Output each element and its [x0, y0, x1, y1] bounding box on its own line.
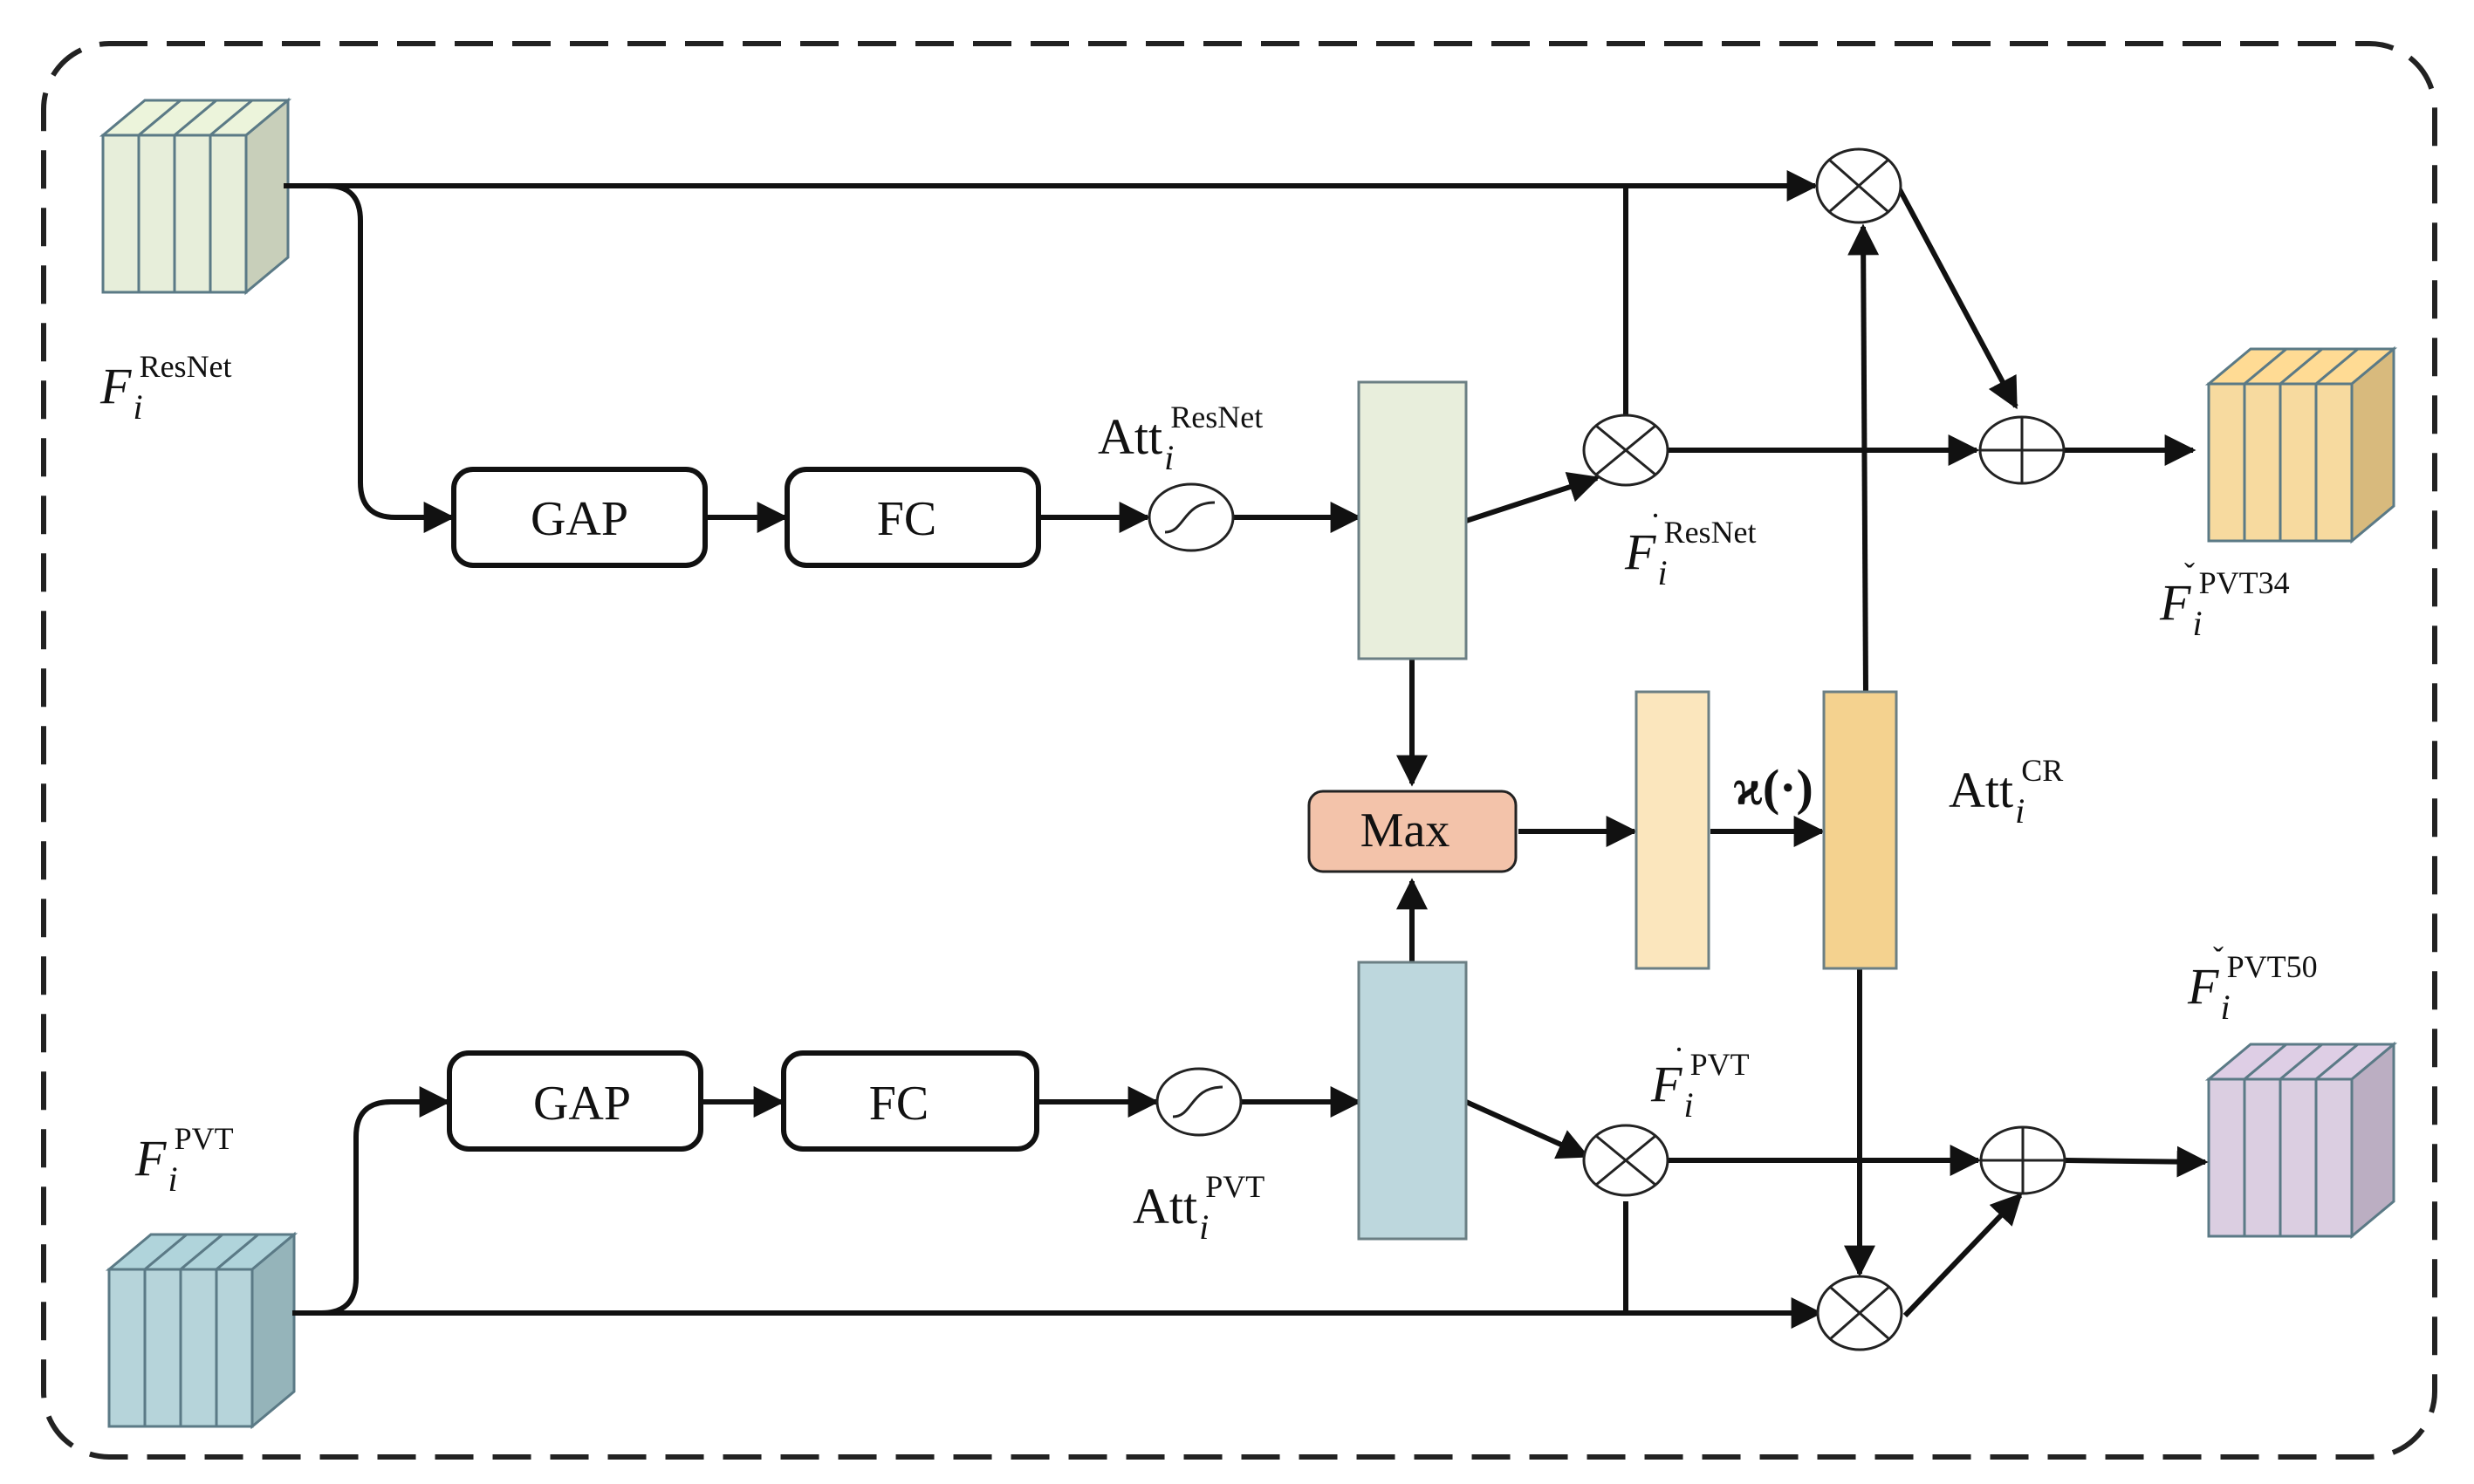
f-pvt-label: FiPVT [134, 1121, 234, 1199]
svg-text:ˇ: ˇ [2213, 940, 2224, 975]
cube-slice-front [2279, 1077, 2318, 1238]
add-to-output50-line [2065, 1145, 2209, 1178]
resnet-multiply-icon [1582, 414, 1669, 487]
resnet-attention-bar [1357, 380, 1468, 660]
svg-text:FiPVT: FiPVT [1650, 1047, 1750, 1125]
max-output-bar [1634, 690, 1710, 970]
max-box: Max [1307, 790, 1518, 873]
resnet-bar-to-multiply-line [1465, 471, 1600, 523]
cube-slice-front [2279, 382, 2318, 543]
cube-slice-front [173, 133, 212, 294]
fcheck-pvt50-label: ˇ FiPVT50 [2187, 940, 2318, 1027]
module-border [41, 41, 2437, 1460]
att-pvt-label: AttiPVT [1133, 1169, 1264, 1247]
svg-text:FiPVT34: FiPVT34 [2159, 565, 2290, 643]
att-cr-bar [1822, 690, 1898, 970]
top-add-icon [1978, 415, 2066, 485]
cube-slice-front [215, 1268, 254, 1428]
output-pvt50-feature-cube [2204, 1041, 2398, 1240]
cube-slice-front [2314, 1077, 2354, 1238]
fdot-pvt-label: · FiPVT [1650, 1032, 1750, 1125]
cube-side [244, 97, 290, 296]
top-multiply-icon [1815, 147, 1902, 224]
pvt-gap-label: GAP [533, 1077, 631, 1131]
attcr-to-top-multiply-line [1847, 223, 1880, 693]
pvt-feature-cube [105, 1231, 298, 1430]
resnet-sigmoid-icon [1148, 482, 1235, 552]
cube-side [2350, 345, 2395, 544]
pvt-fc-box: FC [781, 1050, 1039, 1152]
kappa-function-label: ϰ(·) [1733, 759, 1813, 816]
resnet-gap-box: GAP [451, 467, 708, 568]
f-resnet-label: FiResNet [99, 349, 232, 427]
svg-text:·: · [1650, 498, 1661, 533]
bottom-add-icon [1979, 1125, 2066, 1195]
cube-side [2350, 1041, 2395, 1240]
bottom-multiply-icon [1816, 1275, 1903, 1351]
cube-slice-front [2243, 382, 2282, 543]
pvt-sigmoid-icon [1155, 1067, 1243, 1137]
cube-slice-front [143, 1268, 182, 1428]
pvt-to-gap-line [292, 1086, 451, 1316]
cube-slice-front [107, 1268, 147, 1428]
cube-side [250, 1231, 296, 1430]
pvt-fc-label: FC [869, 1077, 929, 1131]
pvt-bar-to-multiply-line [1464, 1099, 1590, 1159]
cube-slice-front [179, 1268, 218, 1428]
att-resnet-label: AttiResNet [1098, 400, 1263, 477]
att-cr-label: AttiCR [1949, 753, 2063, 831]
cube-slice-front [2314, 382, 2354, 543]
cube-slice-front [2243, 1077, 2282, 1238]
max-label: Max [1360, 804, 1450, 858]
svg-text:ˇ: ˇ [2184, 557, 2195, 592]
cube-slice-front [2207, 1077, 2246, 1238]
pvt-attention-bar [1357, 961, 1468, 1241]
cube-slice-front [2207, 382, 2246, 543]
cube-slice-front [101, 133, 140, 294]
pvt-multiply-icon [1582, 1124, 1669, 1197]
pvt-gap-box: GAP [447, 1050, 703, 1152]
svg-text:FiResNet: FiResNet [1624, 515, 1757, 592]
cube-slice-front [209, 133, 248, 294]
fdot-resnet-label: · FiResNet [1624, 498, 1757, 592]
resnet-to-gap-line [284, 183, 456, 533]
resnet-gap-label: GAP [531, 492, 628, 546]
resnet-fc-label: FC [877, 492, 937, 546]
output-pvt34-feature-cube [2204, 345, 2398, 544]
svg-text:·: · [1674, 1032, 1684, 1067]
bottom-multiply-to-add-line [1902, 1193, 2023, 1318]
fcheck-pvt34-label: ˇ FiPVT34 [2159, 557, 2290, 643]
top-multiply-to-add-line [1894, 181, 2018, 410]
resnet-feature-cube [99, 97, 292, 296]
resnet-fc-box: FC [785, 467, 1041, 568]
svg-text:FiPVT50: FiPVT50 [2187, 949, 2318, 1027]
cube-slice-front [137, 133, 176, 294]
